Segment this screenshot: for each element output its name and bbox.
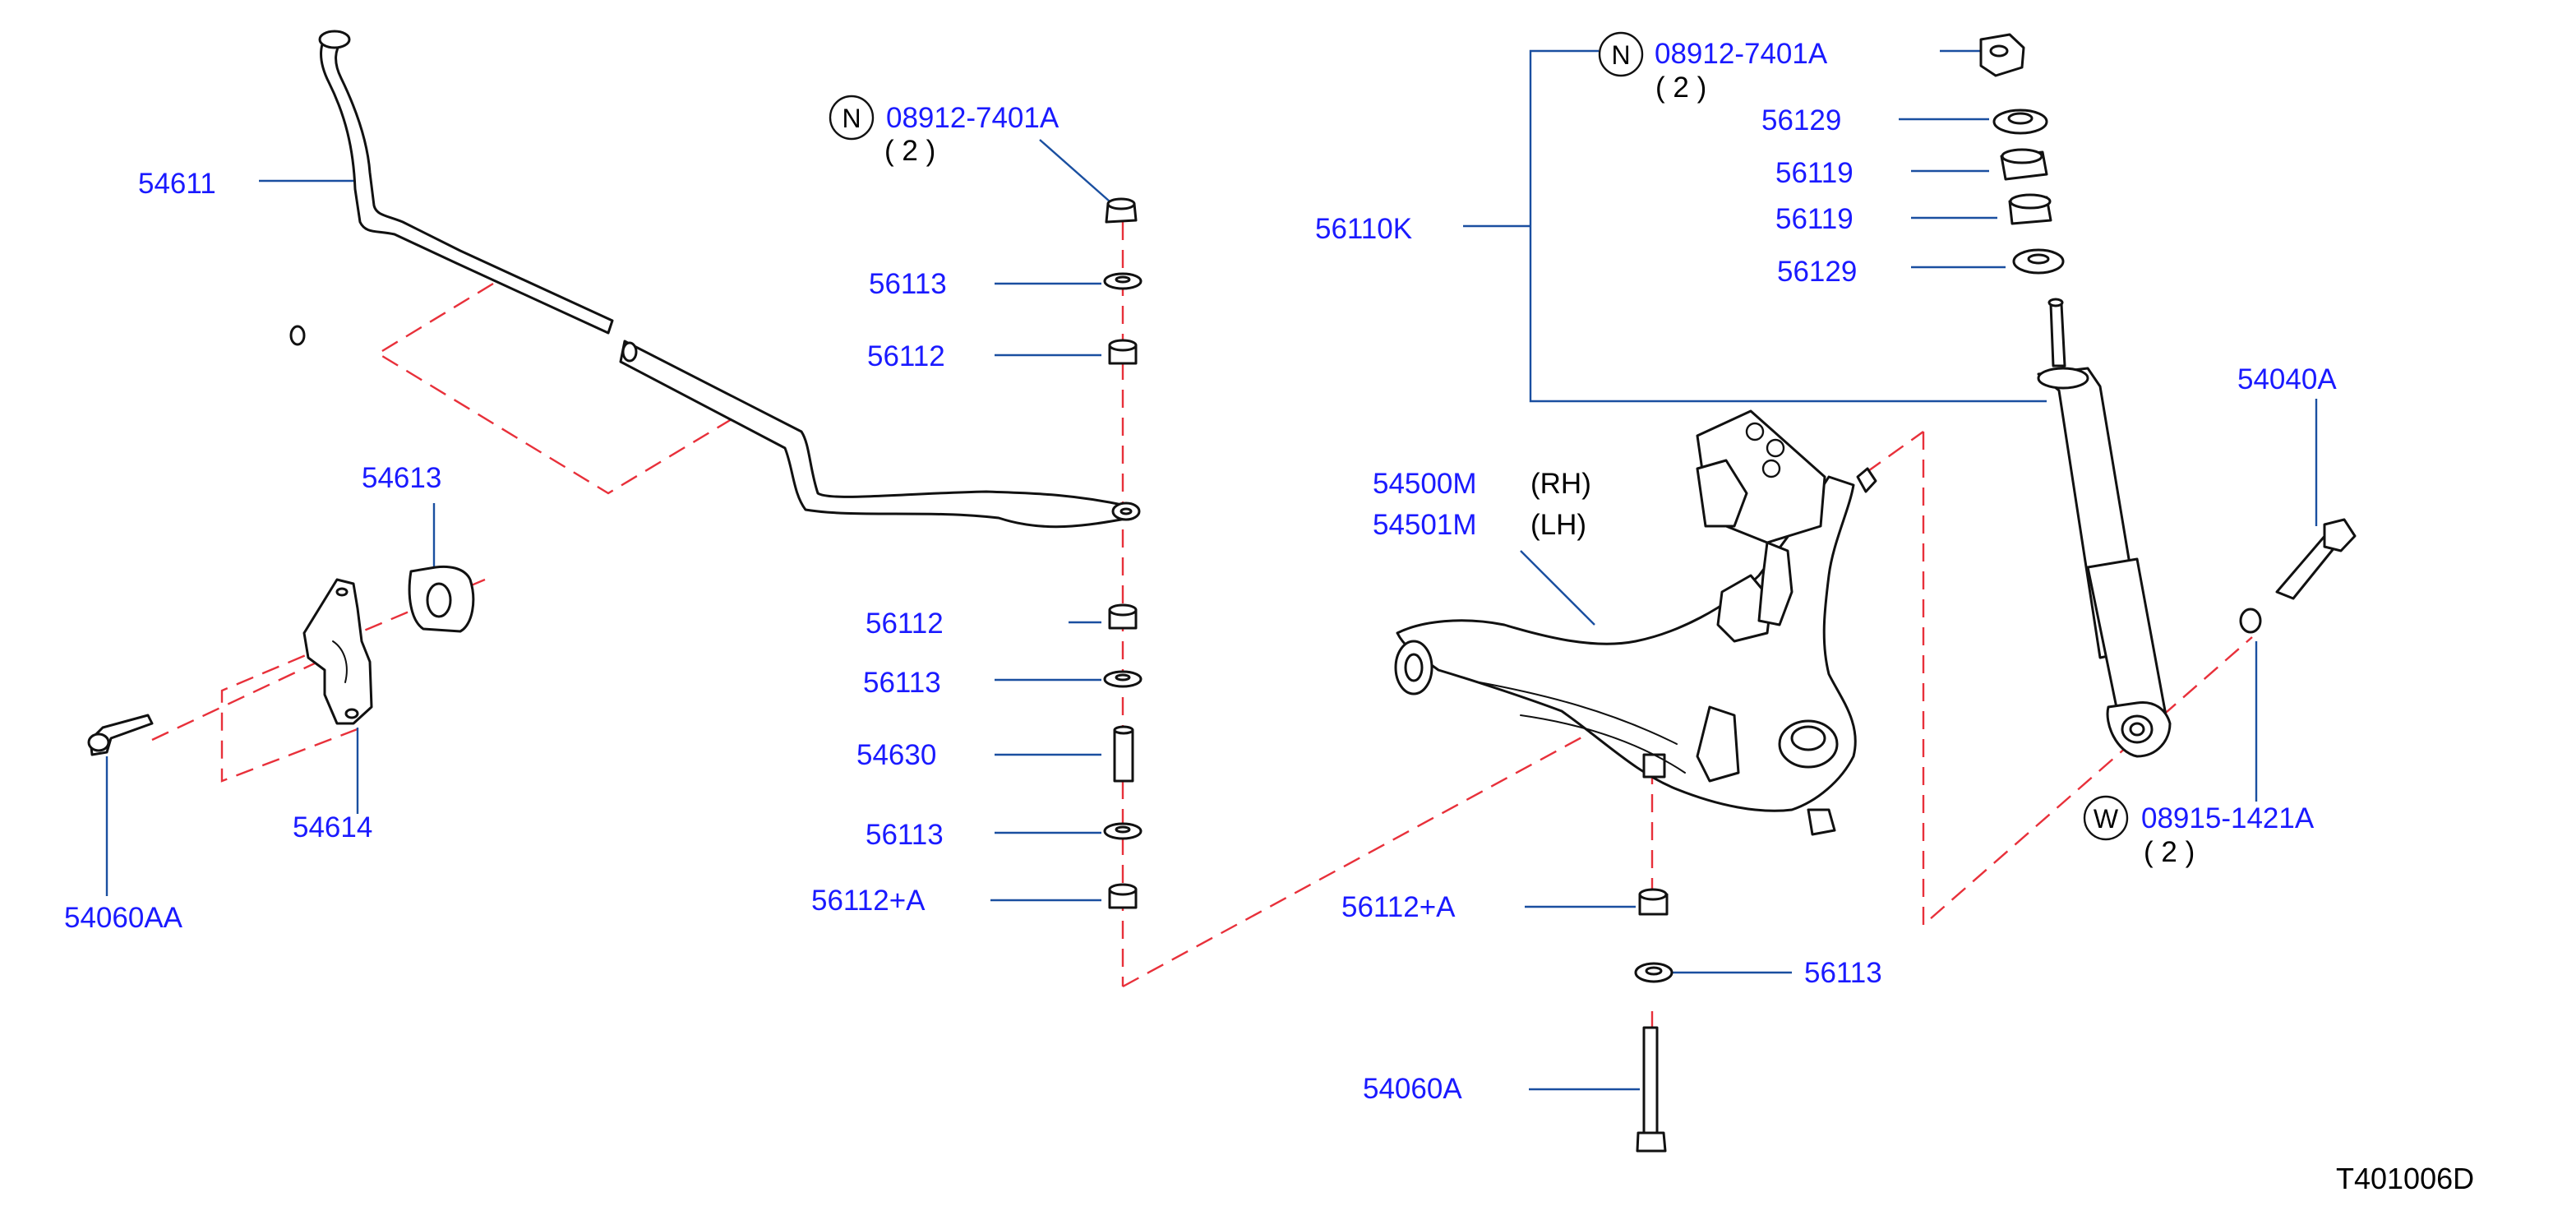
label-lh: (LH) xyxy=(1530,509,1586,541)
stabilizer-bar xyxy=(289,30,1141,529)
bushing-54613-part xyxy=(408,565,475,633)
label-54611: 54611 xyxy=(138,168,216,200)
label-n-left-code: 08912-7401A xyxy=(886,102,1059,134)
label-56129-low: 56129 xyxy=(1777,256,1857,288)
lower-bolt-stack xyxy=(1634,888,1673,1153)
symbol-n-left: N xyxy=(829,95,875,141)
label-rh: (RH) xyxy=(1530,468,1591,500)
label-54060AA: 54060AA xyxy=(64,902,183,934)
label-54630: 54630 xyxy=(856,739,936,771)
label-56119-low: 56119 xyxy=(1775,203,1854,235)
lower-control-arm xyxy=(1394,409,1877,836)
shock-absorber xyxy=(2037,298,2172,758)
symbol-n-right: N xyxy=(1598,31,1644,77)
label-56113-low: 56113 xyxy=(866,819,944,851)
label-56112A-left: 56112+A xyxy=(811,885,926,917)
label-56112-mid: 56112 xyxy=(866,608,944,640)
right-shock-stack xyxy=(1979,33,2065,275)
label-54040A: 54040A xyxy=(2237,363,2337,395)
label-56129-top: 56129 xyxy=(1761,104,1841,136)
left-link-stack xyxy=(1103,197,1143,909)
symbol-w: W xyxy=(2083,795,2129,841)
label-w-code: 08915-1421A xyxy=(2141,802,2315,834)
bolt-54040A-part xyxy=(2239,518,2357,634)
part-labels: 54611 54613 54614 54060AA 08912-7401A ( … xyxy=(64,38,2337,1105)
clamp-54614-part xyxy=(302,578,373,725)
label-w-qty: ( 2 ) xyxy=(2144,836,2195,868)
label-54614: 54614 xyxy=(293,811,372,843)
reference-code: T401006D xyxy=(2336,1162,2474,1195)
label-56110K: 56110K xyxy=(1315,213,1412,245)
label-n-left-qty: ( 2 ) xyxy=(884,135,935,167)
label-54500M: 54500M xyxy=(1373,468,1476,500)
label-56113-top: 56113 xyxy=(869,268,947,300)
symbol-n-right-text: N xyxy=(1611,40,1630,70)
label-56112A-right: 56112+A xyxy=(1341,891,1456,923)
leader-lines xyxy=(105,49,2318,1091)
label-54613: 54613 xyxy=(362,462,441,494)
label-56113-mid: 56113 xyxy=(863,667,941,699)
symbol-w-text: W xyxy=(2094,804,2119,834)
bolt-54060AA-part xyxy=(87,714,154,756)
label-56113-right: 56113 xyxy=(1804,957,1882,989)
symbol-n-left-text: N xyxy=(842,104,861,133)
label-n-right-qty: ( 2 ) xyxy=(1655,72,1706,104)
label-54501M: 54501M xyxy=(1373,509,1476,541)
label-n-right-code: 08912-7401A xyxy=(1655,38,1828,70)
label-54060A: 54060A xyxy=(1363,1073,1462,1105)
assembly-dash-lines xyxy=(151,222,2253,1077)
label-56112-top: 56112 xyxy=(867,340,945,372)
label-56119-top: 56119 xyxy=(1775,157,1854,189)
